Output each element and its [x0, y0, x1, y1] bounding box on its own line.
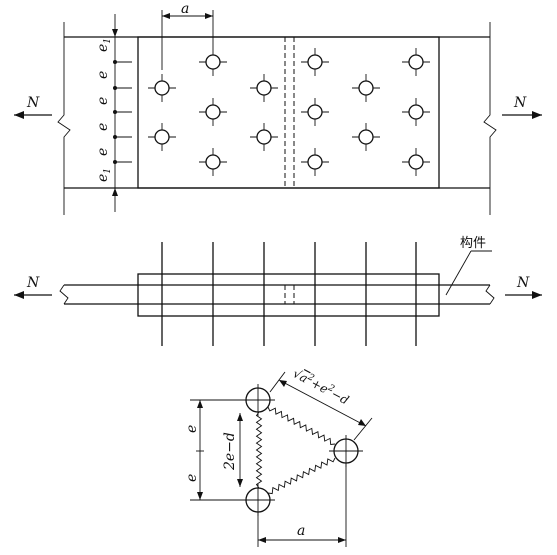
bolt-hole	[256, 129, 272, 145]
bolt-hole	[256, 80, 272, 96]
detail-view: e e 2e−d √a2+e2−d a	[184, 365, 373, 547]
member-leader-line	[445, 250, 472, 296]
right-break-line	[483, 22, 497, 215]
splice-plate	[137, 36, 440, 189]
arrow-right-icon	[532, 111, 542, 119]
bolt-hole	[205, 154, 221, 170]
failure-path-lower-diagonal	[267, 457, 336, 495]
force-label-left: N	[26, 95, 40, 111]
bolt-hole	[408, 154, 424, 170]
net-section-label: 2e−d	[222, 432, 238, 471]
bolt-hole	[358, 80, 374, 96]
bolt-hole	[154, 80, 170, 96]
edge-label-bottom: e1	[95, 168, 113, 182]
member-label: 构件	[460, 236, 486, 251]
diagonal-dimension-line	[278, 379, 367, 427]
dimension-dot	[113, 110, 117, 114]
dimension-dot	[113, 60, 117, 64]
bolt-hole	[358, 129, 374, 145]
arrow-icon	[237, 479, 243, 487]
arrow-right-icon	[532, 291, 542, 299]
dimension-dot	[113, 135, 117, 139]
arrow-icon	[162, 13, 170, 19]
spacing-label: e	[95, 123, 111, 131]
member-break-right	[485, 284, 495, 305]
arrow-icon	[197, 400, 203, 408]
force-label-right: N	[516, 275, 530, 291]
diag-extension-line	[269, 371, 286, 393]
bolt-hole	[307, 104, 323, 120]
bolt-hole	[408, 54, 424, 70]
bolt-hole	[205, 104, 221, 120]
arrow-icon	[205, 13, 213, 19]
spacing-label: e	[95, 148, 111, 156]
bolt-center-lines	[161, 242, 417, 346]
dimension-dot	[113, 86, 117, 90]
arrow-icon	[338, 537, 346, 543]
failure-path-vertical	[255, 411, 263, 489]
arrow-icon	[358, 419, 366, 426]
e-label-lower: e	[184, 474, 200, 482]
arrow-icon	[237, 413, 243, 421]
diag-extension-line	[353, 417, 373, 441]
arrow-icon	[112, 188, 118, 196]
arrow-icon	[197, 492, 203, 500]
arrow-left-icon	[14, 291, 24, 299]
bolt-holes	[148, 48, 430, 176]
side-view: 构件 N N	[14, 236, 542, 346]
splice-plates	[137, 273, 440, 317]
arrow-icon	[279, 380, 287, 387]
bolt-hole	[307, 154, 323, 170]
arrow-icon	[112, 29, 118, 37]
bolt-hole	[307, 54, 323, 70]
spacing-label: e	[95, 97, 111, 105]
force-label-right: N	[513, 95, 527, 111]
left-break-line	[57, 22, 71, 215]
bolt-hole	[154, 129, 170, 145]
plan-view: a e1 e e e e e1 N N	[14, 1, 542, 215]
arrow-icon	[258, 537, 266, 543]
force-label-left: N	[26, 275, 40, 291]
pitch-label: a	[181, 1, 189, 17]
spacing-label: e	[95, 71, 111, 79]
a-label: a	[297, 523, 305, 539]
failure-path-upper-diagonal	[267, 406, 336, 445]
member-break-left	[59, 284, 69, 305]
bolt-hole	[408, 104, 424, 120]
bolt-hole	[205, 54, 221, 70]
edge-dimension-ticks	[113, 60, 132, 164]
e-label-upper: e	[184, 425, 200, 433]
diagonal-length-label: √a2+e2−d	[291, 365, 352, 407]
arrow-left-icon	[14, 111, 24, 119]
dimension-dot	[113, 160, 117, 164]
edge-label-top: e1	[95, 38, 113, 52]
